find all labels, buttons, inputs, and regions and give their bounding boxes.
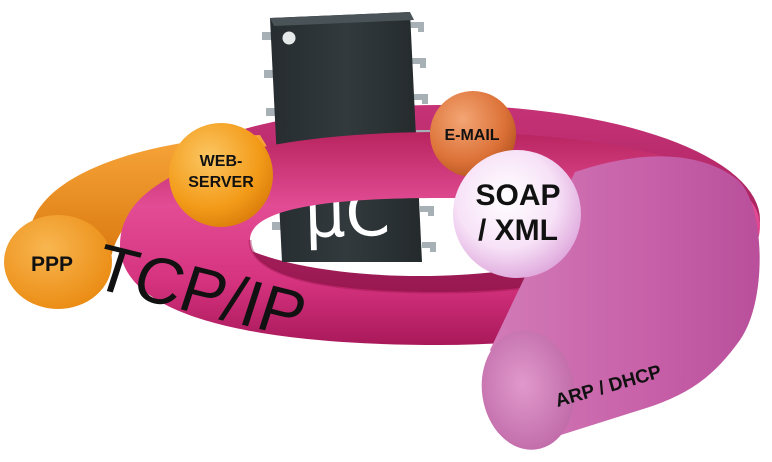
soap-xml-label-line1: SOAP [475, 179, 560, 212]
web-server-label-line2: SERVER [188, 174, 254, 191]
arp-dhcp-end [481, 330, 575, 450]
ppp-node: PPP [4, 215, 112, 309]
ppp-label: PPP [31, 253, 73, 276]
email-label: E-MAIL [444, 127, 499, 144]
web-server-node: WEB- SERVER [169, 123, 273, 227]
chip-pin1-dot [282, 31, 296, 45]
soap-xml-node: SOAP / XML [453, 150, 581, 278]
web-server-label-line1: WEB- [200, 153, 243, 170]
soap-xml-label-line2: / XML [478, 214, 558, 247]
